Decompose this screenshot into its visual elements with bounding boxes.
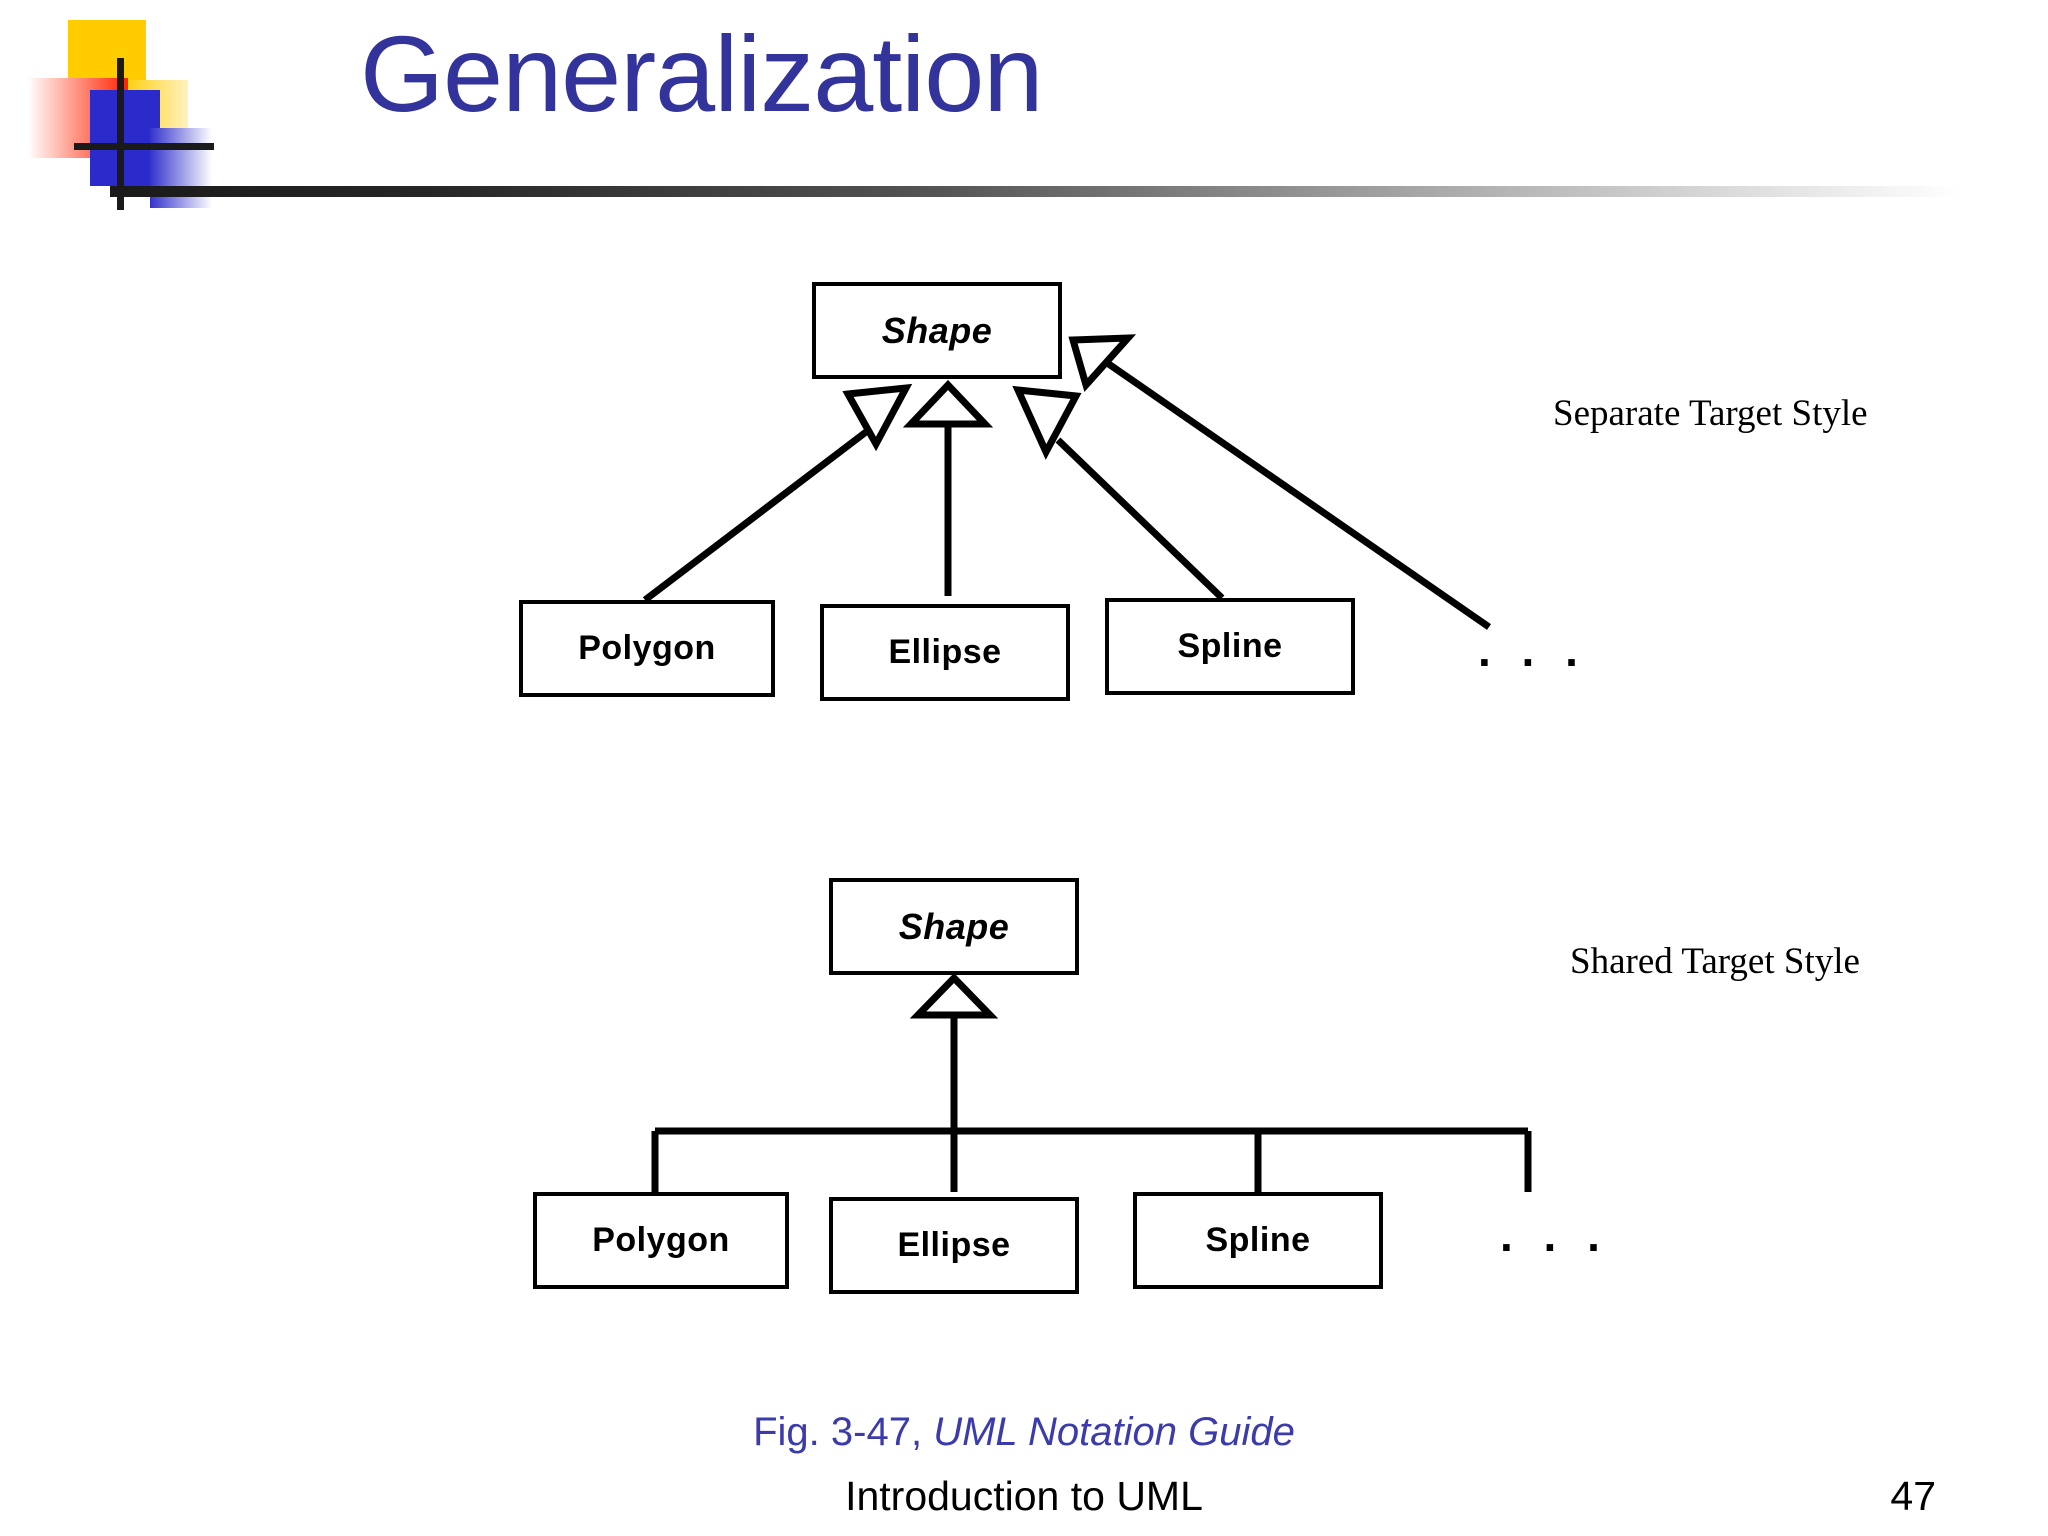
logo-cross-horizontal <box>74 143 214 150</box>
generalization-arrow-polygon-separate <box>642 383 913 603</box>
ellipsis-separate: . . . <box>1478 624 1587 676</box>
generalization-shared-tree <box>651 972 1532 1192</box>
generalization-arrow-more-separate <box>1068 334 1491 630</box>
page-title: Generalization <box>360 13 1043 134</box>
generalization-arrow-spline-separate <box>1012 385 1225 601</box>
footer-title: Introduction to UML <box>845 1473 1203 1519</box>
class-box-ellipse-shared[interactable]: Ellipse <box>829 1197 1079 1294</box>
header-rule <box>110 186 1960 197</box>
class-box-spline-separate[interactable]: Spline <box>1105 598 1355 695</box>
class-name-label: Spline <box>1205 1221 1311 1259</box>
style-label-shared: Shared Target Style <box>1570 941 1860 982</box>
page-number: 47 <box>1890 1473 1936 1519</box>
ellipsis-shared: . . . <box>1500 1209 1609 1261</box>
caption-prefix: Fig. 3-47, <box>753 1410 934 1454</box>
class-box-ellipse-separate[interactable]: Ellipse <box>820 604 1070 701</box>
class-name-label: Shape <box>881 309 993 351</box>
style-label-separate: Separate Target Style <box>1553 393 1868 434</box>
class-name-label: Polygon <box>592 1221 730 1259</box>
class-name-label: Shape <box>898 905 1010 947</box>
class-box-spline-shared[interactable]: Spline <box>1133 1192 1383 1289</box>
class-box-shape-shared[interactable]: Shape <box>829 878 1079 975</box>
logo-cross-vertical <box>117 58 124 210</box>
logo-blue-square <box>90 90 160 186</box>
caption-source: UML Notation Guide <box>933 1410 1295 1454</box>
class-name-label: Ellipse <box>897 1226 1011 1264</box>
generalization-arrow-ellipse-separate <box>902 379 994 596</box>
figure-caption: Fig. 3-47, UML Notation Guide <box>0 1410 2048 1455</box>
class-name-label: Ellipse <box>888 633 1002 671</box>
class-name-label: Polygon <box>578 629 716 667</box>
class-box-polygon-separate[interactable]: Polygon <box>519 600 775 697</box>
class-box-polygon-shared[interactable]: Polygon <box>533 1192 789 1289</box>
class-box-shape-separate[interactable]: Shape <box>812 282 1062 379</box>
class-name-label: Spline <box>1177 627 1283 665</box>
